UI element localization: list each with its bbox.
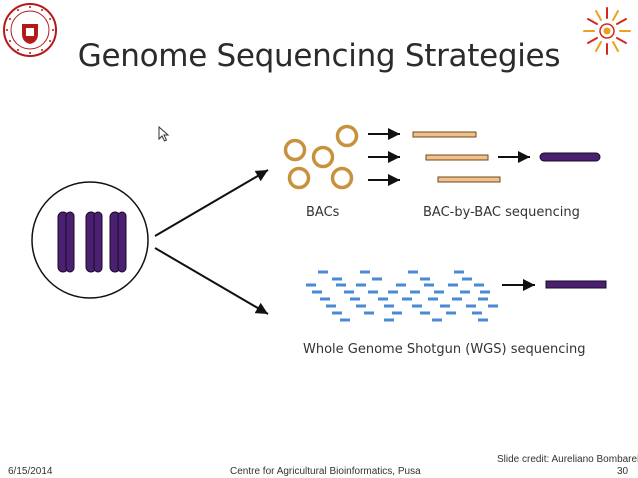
bac-ring [287,166,311,190]
bac-clones [283,124,359,190]
slide-title: Genome Sequencing Strategies [77,38,561,74]
chromosome [65,211,75,273]
assembled-sequence [539,152,601,162]
chromosome [117,211,127,273]
bac-ring [311,145,335,169]
wgs-fragments [306,270,498,322]
nucleus [31,181,149,299]
page-number: 30 [617,466,629,477]
sun-logo-icon [583,7,631,55]
chromosome [93,211,103,273]
bac-sequence [412,131,477,138]
university-seal-icon [3,3,57,57]
bac-ring [335,124,359,148]
footer-date: 6/15/2014 [8,466,53,477]
bac-sequence [425,154,489,161]
bac-sequence [437,176,501,183]
arrow-to-bacs [154,169,269,237]
bacs-label: BACs [306,205,340,220]
bac-ring [283,138,307,162]
arrow-to-wgs [154,247,269,315]
wgs-label: Whole Genome Shotgun (WGS) sequencing [303,342,586,357]
assembled-sequence [545,280,607,289]
footer-center: Centre for Agricultural Bioinformatics, … [230,466,421,477]
bac-by-bac-label: BAC-by-BAC sequencing [423,205,580,220]
bac-ring [330,166,354,190]
slide-credit: Slide credit: Aureliano Bombarely [497,454,638,465]
mouse-cursor-icon [158,126,170,142]
